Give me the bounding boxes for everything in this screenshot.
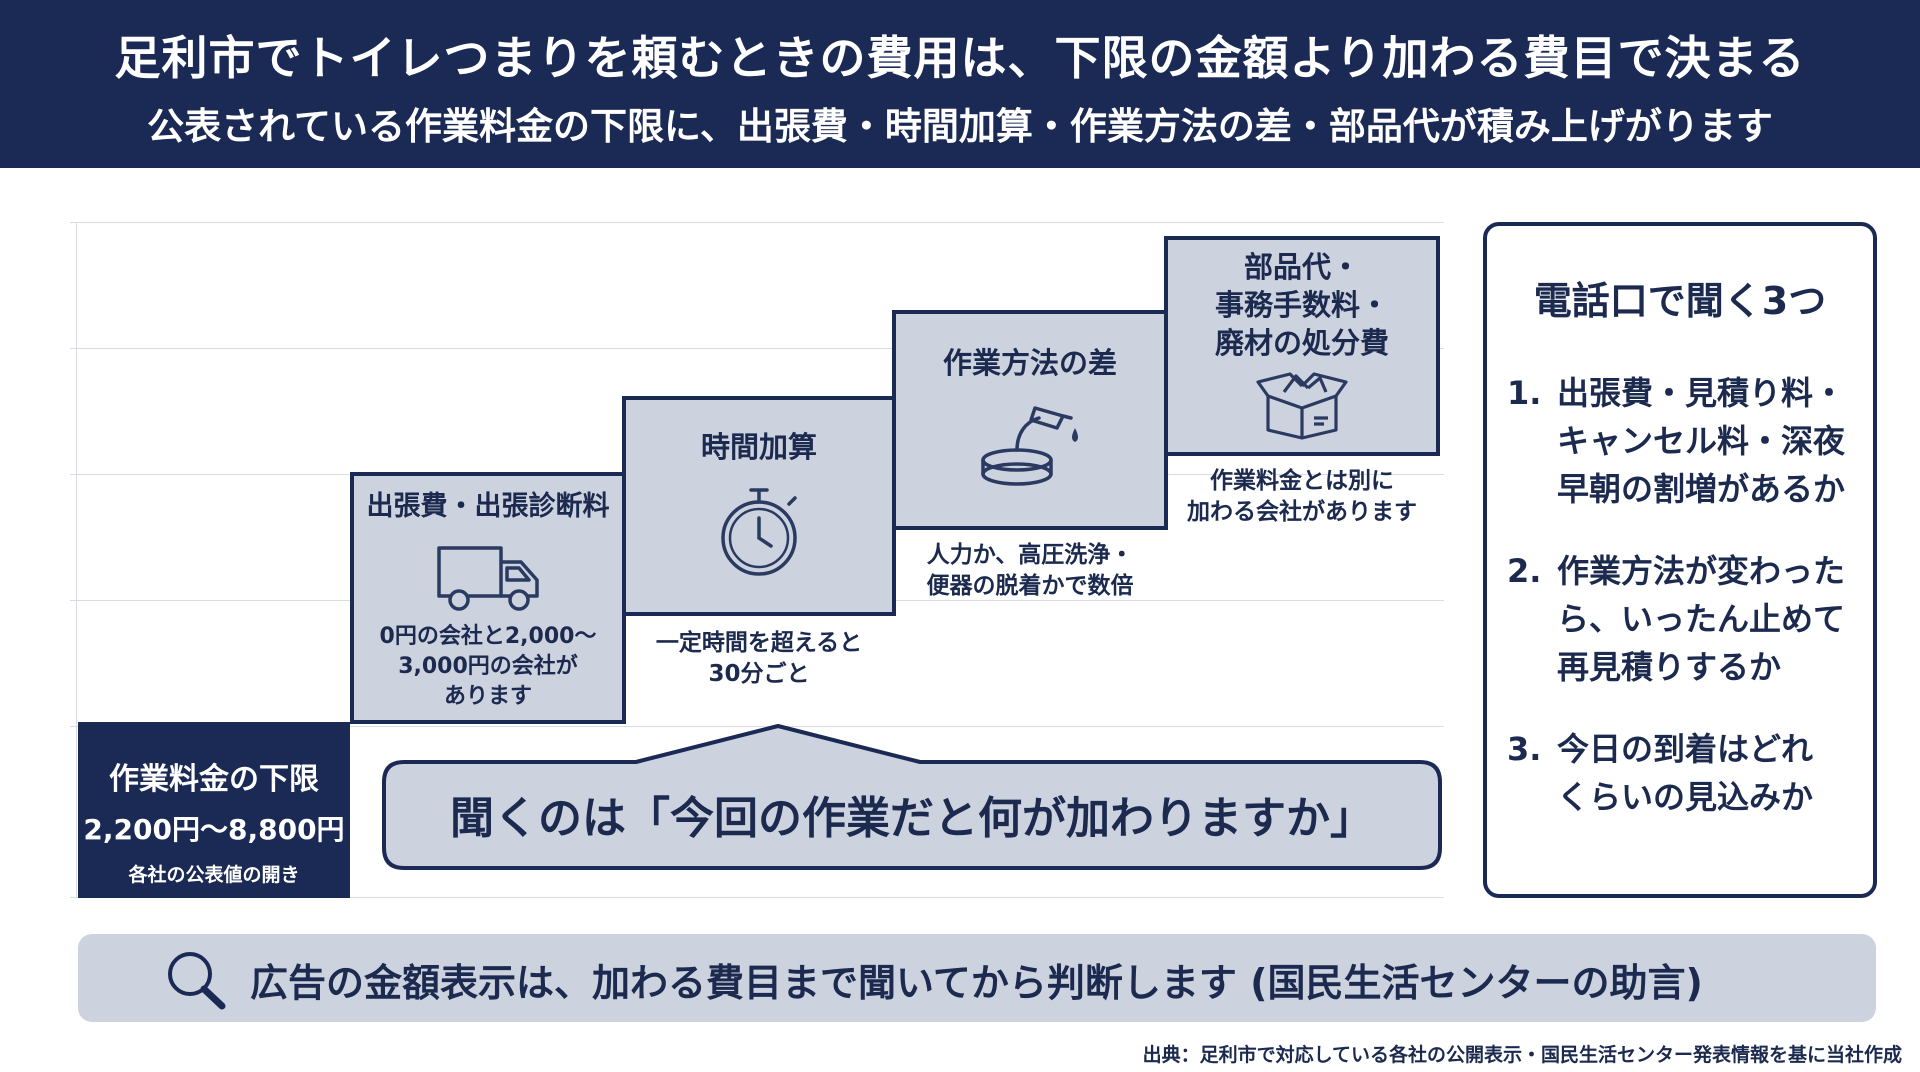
gridline: [70, 348, 1444, 349]
step-label: 部品代・ 事務手数料・ 廃材の処分費: [1214, 250, 1389, 360]
chart-axis: [76, 222, 77, 898]
source-note: 出典：足利市で対応している各社の公開表示・国民生活センター発表情報を基に当社作成: [1142, 1044, 1902, 1066]
gridline: [70, 897, 1444, 898]
van-icon: [437, 546, 539, 611]
header-banner: 足利市でトイレつまりを頼むときの費用は、下限の金額より加わる費目で決まる 公表さ…: [0, 0, 1920, 168]
step-note: 作業料金とは別に 加わる会社があります: [1187, 468, 1417, 525]
pressure-hose-icon: [981, 406, 1078, 486]
step-parts-fees: 部品代・ 事務手数料・ 廃材の処分費: [1164, 236, 1440, 456]
base-label: 作業料金の下限: [109, 762, 319, 797]
step-method-difference: 作業方法の差: [892, 310, 1168, 530]
page-title: 足利市でトイレつまりを頼むときの費用は、下限の金額より加わる費目で決まる: [114, 31, 1806, 85]
advice-text: 広告の金額表示は、加わる費目まで聞いてから判断します (国民生活センターの助言): [250, 961, 1703, 1005]
step-note: 一定時間を超えると 30分ごと: [655, 630, 863, 687]
list-item: 1. 出張費・見積り料・ キャンセル料・深夜 早朝の割増があるか: [1507, 374, 1846, 508]
step-label: 時間加算: [700, 430, 817, 464]
step-time-surcharge: 時間加算: [622, 396, 896, 616]
checklist-title: 電話口で聞く3つ: [1533, 279, 1827, 323]
open-box-icon: [1256, 372, 1348, 440]
gridline: [70, 222, 1444, 223]
list-item: 2. 作業方法が変わった ら、いったん止めて 再見積りするか: [1507, 552, 1846, 686]
advice-bar: 広告の金額表示は、加わる費目まで聞いてから判断します (国民生活センターの助言): [78, 934, 1876, 1022]
callout-bubble: [382, 724, 1442, 870]
checklist: 1. 出張費・見積り料・ キャンセル料・深夜 早朝の割増があるか 2. 作業方法…: [1487, 369, 1873, 821]
step-travel-fee: 出張費・出張診断料 0円の会社と2,000〜 3,000円の会社が あります: [350, 472, 626, 724]
search-icon: [168, 952, 226, 1010]
step-note: 0円の会社と2,000〜 3,000円の会社が あります: [379, 624, 597, 709]
phone-checklist: 電話口で聞く3つ 1. 出張費・見積り料・ キャンセル料・深夜 早朝の割増がある…: [1483, 222, 1877, 898]
base-note: 各社の公表値の開き: [128, 864, 300, 886]
callout-text: 聞くのは「今回の作業だと何が加わりますか」: [450, 793, 1374, 844]
step-note: 人力か、高圧洗浄・ 便器の脱着かで数倍: [926, 542, 1134, 599]
gridline: [70, 726, 1444, 727]
step-label: 出張費・出張診断料: [366, 491, 610, 522]
question-callout: 聞くのは「今回の作業だと何が加わりますか」: [380, 724, 1444, 872]
page-subtitle: 公表されている作業料金の下限に、出張費・時間加算・作業方法の差・部品代が積み上げ…: [147, 105, 1773, 148]
list-item: 3. 今日の到着はどれ くらいの見込みか: [1507, 730, 1814, 816]
stopwatch-icon: [721, 488, 797, 576]
base-price-box: 作業料金の下限 2,200円〜8,800円 各社の公表値の開き: [78, 722, 350, 898]
step-label: 作業方法の差: [942, 346, 1117, 380]
base-range: 2,200円〜8,800円: [83, 813, 345, 846]
